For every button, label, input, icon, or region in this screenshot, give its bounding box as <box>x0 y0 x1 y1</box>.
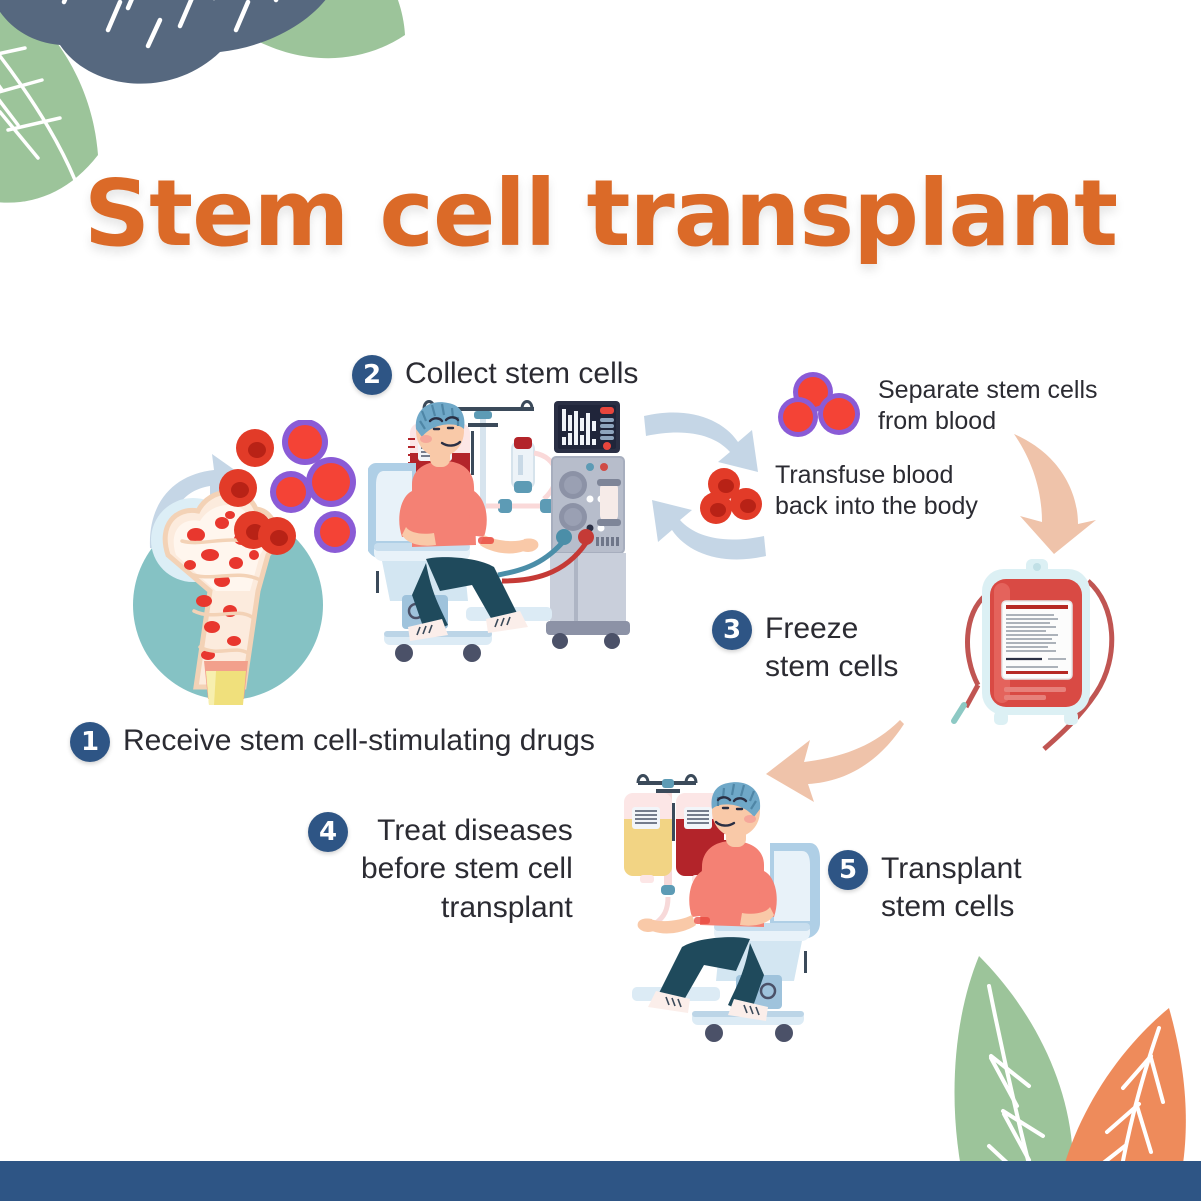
step-5-line2: stem cells <box>881 890 1015 924</box>
note-transfuse-blood: Transfuse blood back into the body <box>775 460 1015 523</box>
note-transfuse-line1: Transfuse blood <box>775 461 954 489</box>
arrow-blue-left-icon <box>640 500 770 575</box>
green-leaf-decor-icon-3 <box>954 956 1073 1198</box>
step-5-label: Transplant stem cells <box>881 850 1022 927</box>
step-3-line1: Freeze <box>765 612 859 645</box>
arrow-peach-left-icon <box>758 718 908 813</box>
blood-bag-illustration <box>948 535 1128 765</box>
step-3[interactable]: 3 Freeze stem cells <box>712 610 898 687</box>
tubing-cassette-icon <box>486 437 559 513</box>
step-2-badge: 2 <box>352 355 392 395</box>
arrow-peach-down-icon <box>998 428 1108 563</box>
green-leaf-decor-icon-2 <box>188 0 405 59</box>
transplant-illustration <box>598 765 823 1070</box>
note-separate-stem-cells: Separate stem cells from blood <box>878 375 1128 438</box>
step-3-badge: 3 <box>712 610 752 650</box>
arrow-blue-up-right-icon <box>142 448 252 563</box>
iv-bag-yellow-icon <box>624 793 675 883</box>
step-4-line2: before stem cell <box>361 852 573 886</box>
note-separate-line2: from blood <box>878 407 997 436</box>
step-2-label: Collect stem cells <box>405 357 639 390</box>
page-title-wrap: Stem cell transplant <box>0 153 1201 274</box>
step-4-line1: Treat diseases <box>377 814 573 847</box>
step-4[interactable]: 4 Treat diseases before stem cell transp… <box>308 812 573 927</box>
step-5-line1: Transplant <box>881 852 1022 885</box>
blood-cell-cluster-illustration <box>215 419 365 565</box>
footer-bar <box>0 1161 1201 1201</box>
step-1-badge: 1 <box>70 722 110 762</box>
red-blood-cell-cluster-illustration <box>698 468 768 529</box>
step-1[interactable]: 1 Receive stem cell-stimulating drugs <box>70 722 630 762</box>
apheresis-machine-icon <box>546 401 630 649</box>
step-3-label: Freeze stem cells <box>765 610 898 687</box>
step-5[interactable]: 5 Transplant stem cells <box>828 850 1022 927</box>
note-separate-line1: Separate stem cells <box>878 376 1098 404</box>
step-1-label: Receive stem cell-stimulating drugs <box>123 724 595 757</box>
step-4-line3: transplant <box>441 890 573 924</box>
stem-cell-icon <box>270 419 356 553</box>
step-4-label: Treat diseases before stem cell transpla… <box>361 812 573 927</box>
step-5-badge: 5 <box>828 850 868 890</box>
step-4-badge: 4 <box>308 812 348 852</box>
orange-leaf-decor-icon <box>0 0 110 33</box>
arrow-blue-right-icon <box>640 408 770 483</box>
red-blood-cell-icon <box>219 429 296 555</box>
slate-cloud-decor-icon <box>0 0 326 84</box>
patient-figure-icon <box>399 402 539 641</box>
page-title: Stem cell transplant <box>77 153 1125 274</box>
stem-cell-cluster-illustration <box>775 372 867 443</box>
apheresis-illustration <box>366 395 658 690</box>
patient-figure-icon-2 <box>637 782 777 1021</box>
step-3-line2: stem cells <box>765 650 899 684</box>
step-2[interactable]: 2 Collect stem cells <box>352 355 638 395</box>
note-transfuse-line2: back into the body <box>775 492 978 521</box>
